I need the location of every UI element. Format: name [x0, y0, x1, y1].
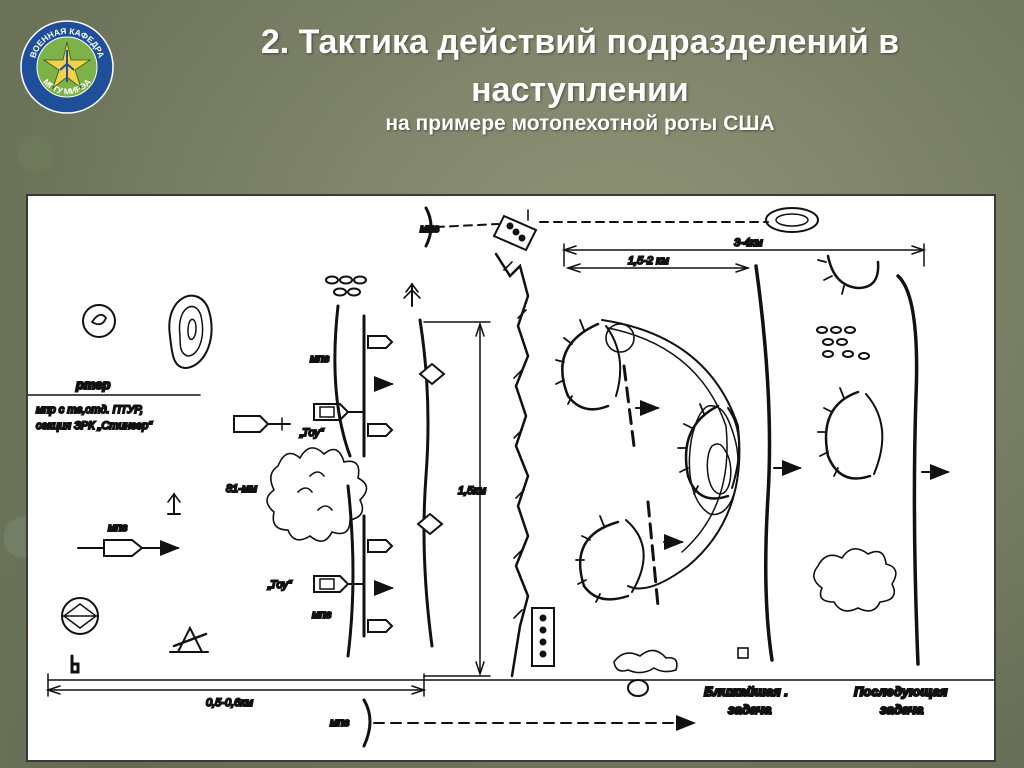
enemy-position-bottom	[531, 607, 555, 667]
label-3-4km: 3-4км	[734, 237, 763, 249]
star-emblem-icon	[42, 41, 92, 90]
near-task-line	[754, 264, 802, 662]
label-tow-lower: „Тоу“	[267, 579, 293, 591]
label-15km: 1,5км	[458, 485, 486, 497]
forest-blob-right	[813, 548, 897, 612]
label-15-2km: 1,5-2 км	[628, 255, 669, 267]
label-support-line2: секция ЗРК „Стингер“	[36, 420, 153, 432]
strongpoint-center	[677, 403, 741, 500]
dimension-15km	[423, 321, 491, 677]
strongpoint-upper-left	[555, 319, 635, 411]
department-logo: ВОЕННАЯ КАФЕДРА МГТУ МИРЭА	[20, 20, 114, 114]
label-mpv-upper: мпв	[310, 353, 330, 365]
title-line-2: наступлении	[471, 71, 689, 109]
hill-top-right	[765, 207, 819, 233]
title-line-1: 2. Тактика действий подразделений в	[260, 23, 900, 61]
tactical-diagram: ртгр мпр с тв,отд. ПТУР, секция ЗРК „Сти…	[28, 206, 994, 748]
label-81mm: 81-мм	[226, 483, 257, 495]
tree-symbol	[403, 282, 421, 307]
enemy-position-top	[492, 209, 538, 252]
observation-post-symbol	[82, 304, 116, 338]
label-rtgr: ртгр	[75, 377, 110, 392]
dash-line-near	[622, 364, 636, 448]
dimension-15-2km	[565, 263, 751, 273]
page-title: 2. Тактика действий подразделений в наст…	[150, 18, 1010, 114]
small-box-symbol	[737, 647, 749, 659]
flag-symbol	[167, 492, 181, 515]
label-next-task-2: задача	[880, 702, 923, 717]
tow-symbol-upper	[313, 403, 365, 421]
artillery-symbol	[169, 625, 209, 653]
mortar-area-blob	[266, 447, 368, 542]
label-support-line1: мпр с тв,отд. ПТУР,	[36, 404, 143, 416]
enemy-front-line	[494, 252, 530, 678]
hill-contour-left	[168, 294, 213, 370]
hill-contour-center	[601, 319, 741, 590]
tank-column-lower	[362, 514, 394, 638]
tank-column-upper	[362, 314, 394, 458]
ifv-line-bottom	[362, 698, 696, 748]
line-of-departure	[416, 318, 446, 648]
next-task-line	[896, 274, 950, 666]
tank-symbol-left	[233, 415, 291, 433]
page-subtitle: на примере мотопехотной роты США	[385, 112, 775, 135]
dimension-05-06km	[45, 673, 994, 697]
aid-station-symbol	[70, 654, 80, 674]
label-near-task-2: задача	[728, 702, 771, 717]
ifv-line-top	[424, 206, 499, 248]
label-mpv-left: мпв	[108, 522, 128, 534]
command-post-symbol	[61, 597, 99, 635]
label-mpv-lower: мпв	[312, 609, 332, 621]
tactical-diagram-panel: ртгр мпр с тв,отд. ПТУР, секция ЗРК „Сти…	[26, 194, 996, 762]
label-tow-upper: „Тоу“	[299, 427, 325, 439]
dimension-3-4km	[561, 243, 927, 267]
strongpoint-right	[817, 387, 884, 480]
blob-bottom-center	[613, 649, 678, 697]
label-next-task-1: Последующая	[854, 684, 948, 699]
label-mpv-bottom: мпв	[330, 717, 350, 729]
label-05-06km: 0,5-0,6км	[206, 697, 253, 709]
strongpoint-lower-left	[575, 515, 645, 603]
tow-symbol-lower	[313, 575, 365, 593]
vehicle-dots-right	[816, 326, 870, 360]
vehicle-dots-upper	[325, 275, 367, 297]
label-near-task-1: Ближайшая .	[704, 684, 788, 699]
ifv-symbol-left	[77, 539, 180, 557]
dash-line-near-lower	[646, 500, 660, 608]
strongpoint-top-right	[817, 254, 880, 295]
unit-line-a	[333, 304, 355, 658]
